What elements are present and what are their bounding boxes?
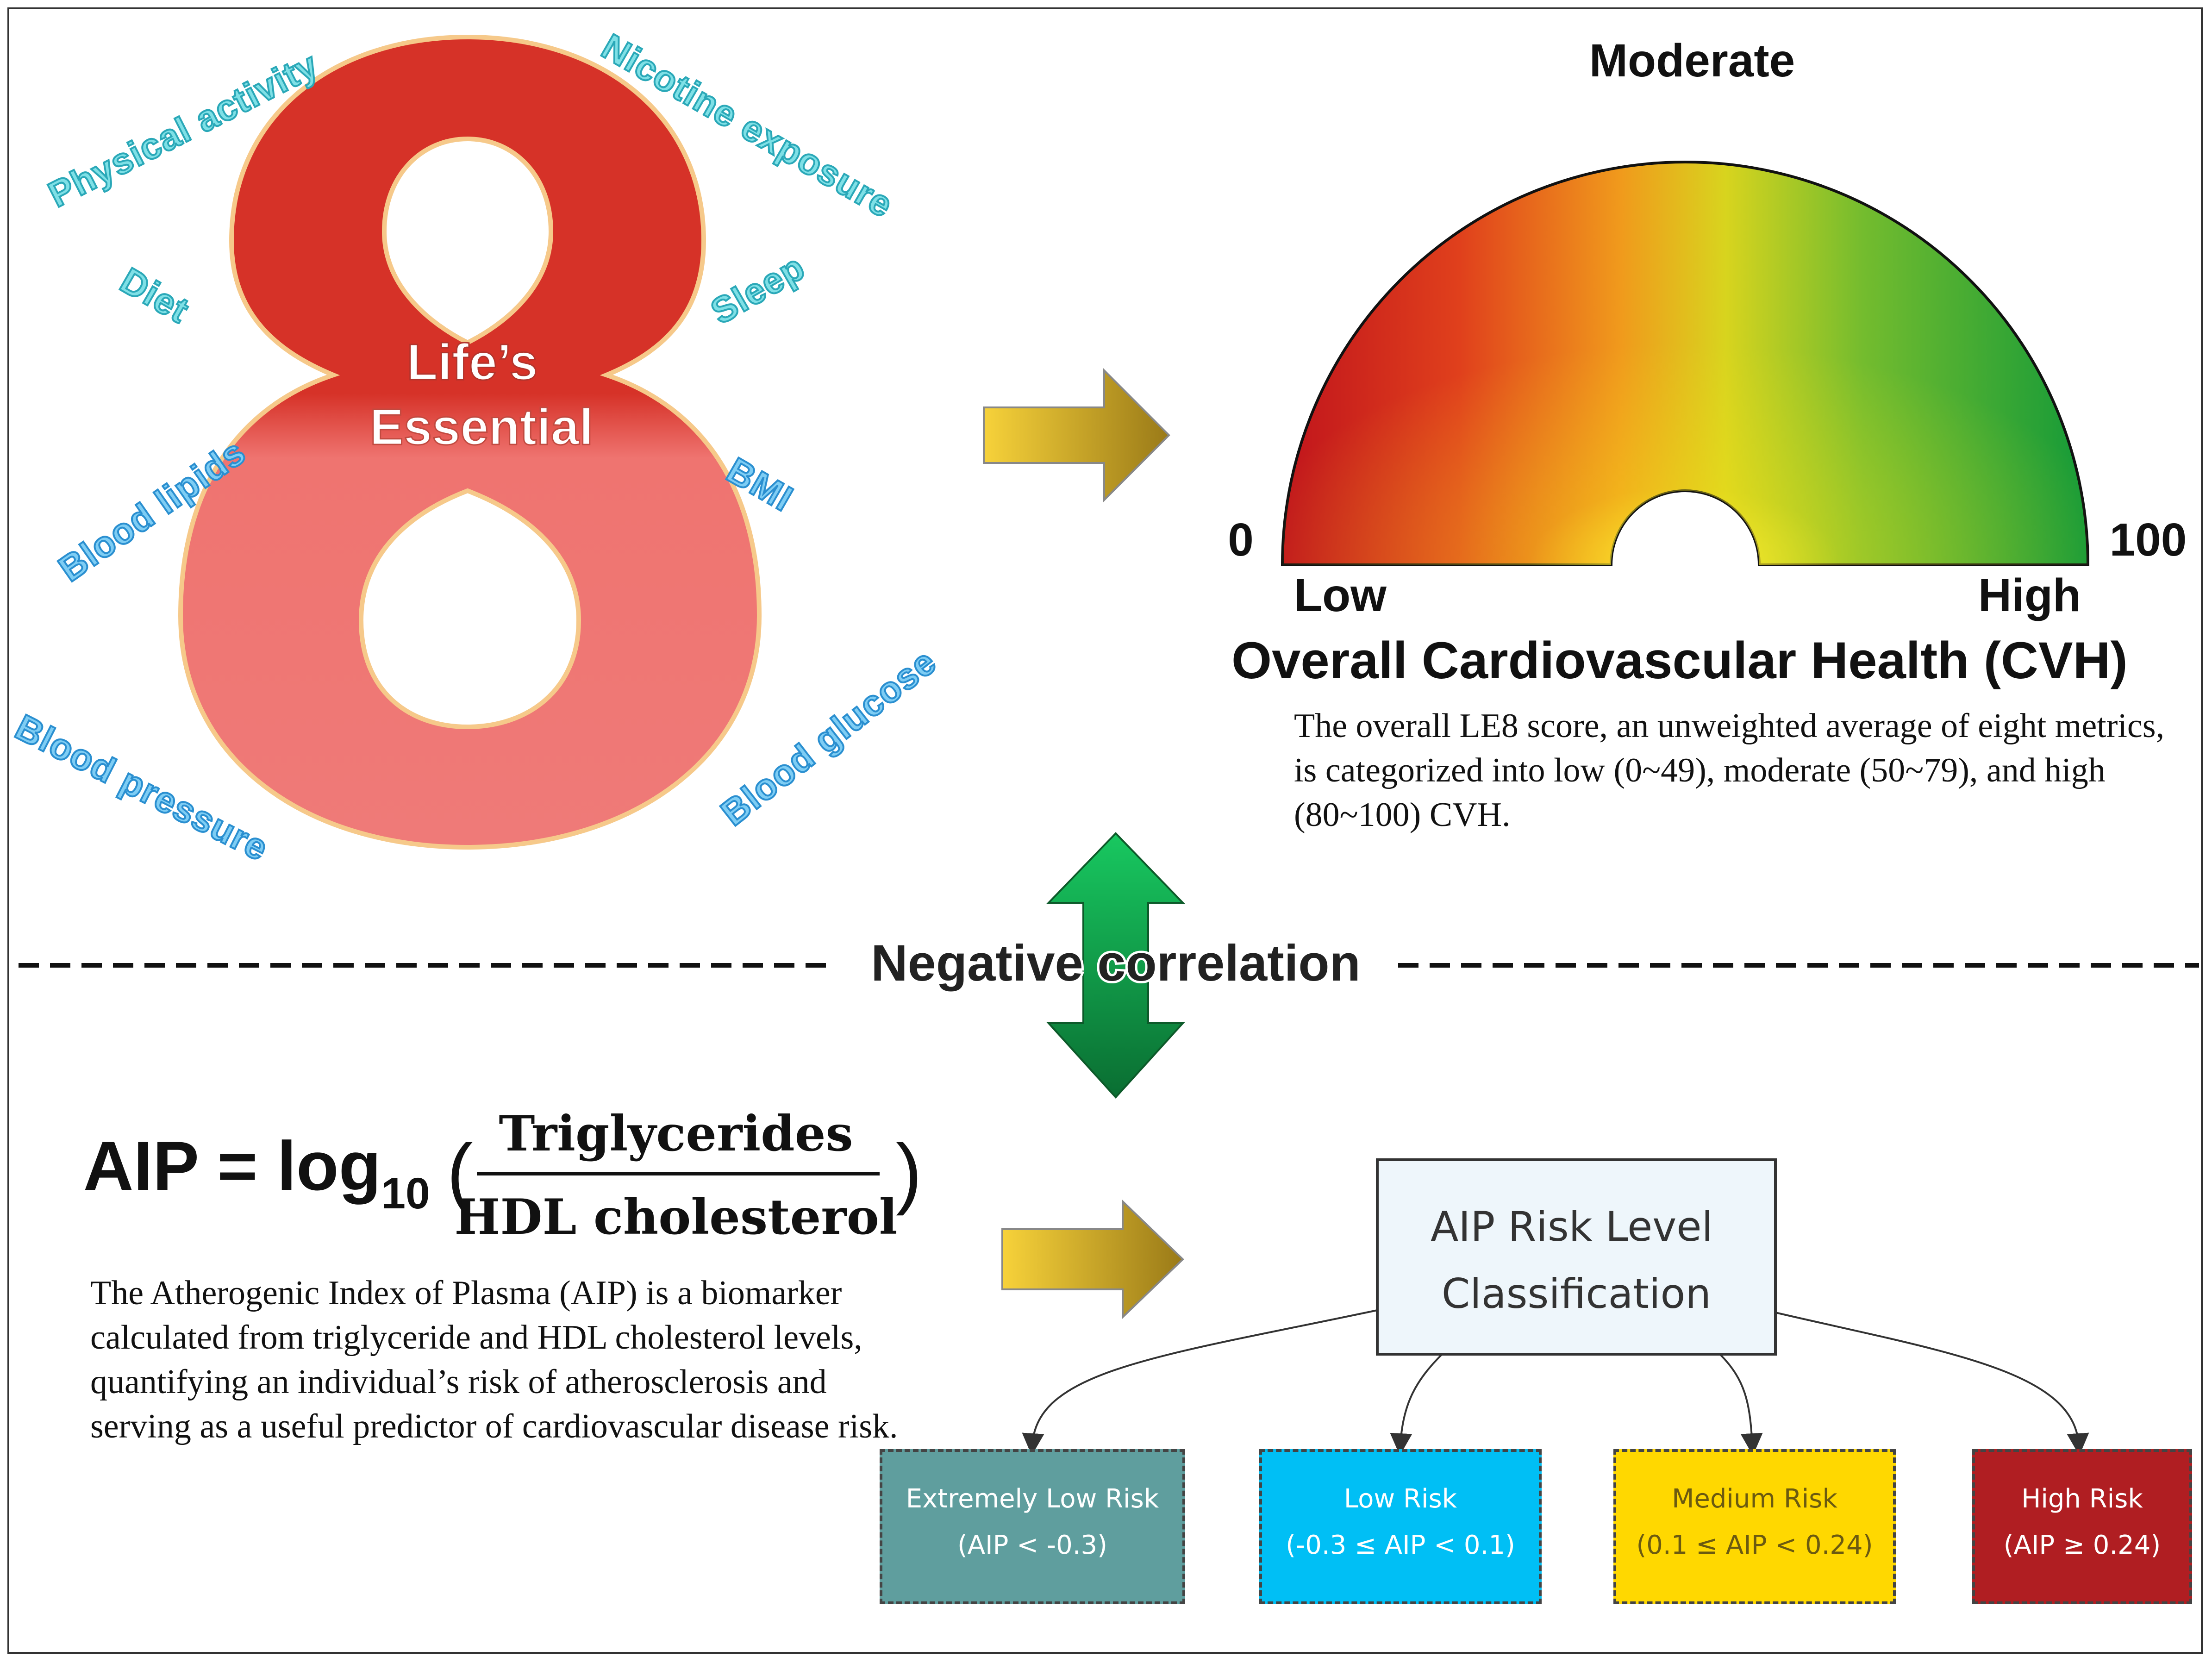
formula-base: 10 [381,1169,430,1218]
risk-box-extremely-low: Extremely Low Risk (AIP < -0.3) [880,1449,1185,1604]
formula-denominator: HDL cholesterol [454,1188,897,1245]
formula-lhs: AIP = log10 [83,1127,430,1218]
risk-range: (-0.3 ≤ AIP < 0.1) [1286,1530,1515,1560]
formula-paren-close: ) [896,1128,922,1216]
figure-frame [7,7,2203,1654]
gauge-high-label: High [1978,569,2081,621]
arrow-right-bottom [1001,1199,1184,1319]
divider-label: Negative correlation [871,935,1361,992]
gauge-title: Overall Cardiovascular Health (CVH) [1231,631,2128,689]
risk-range: (AIP ≥ 0.24) [2003,1530,2161,1560]
formula-numerator: Triglycerides [499,1105,853,1162]
gauge-low-label: Low [1294,569,1387,621]
gauge-top-label: Moderate [1589,35,1795,87]
classification-title-line1: AIP Risk Level [1431,1203,1713,1250]
aip-description: The Atherogenic Index of Plasma (AIP) is… [90,1274,898,1445]
arrow-right-top [983,368,1170,502]
risk-name: Extremely Low Risk [906,1484,1159,1514]
risk-range: (0.1 ≤ AIP < 0.24) [1636,1530,1873,1560]
le8-title-line2: Essential [369,399,593,456]
risk-box-low: Low Risk (-0.3 ≤ AIP < 0.1) [1259,1449,1542,1604]
risk-range: (AIP < -0.3) [957,1530,1108,1560]
double-arrow-icon [1046,832,1185,1099]
risk-name: Low Risk [1343,1484,1457,1514]
cvh-gauge [1281,161,2090,566]
formula-paren-open: ( [447,1128,473,1216]
classification-title-line2: Classification [1442,1270,1711,1318]
risk-box-high: High Risk (AIP ≥ 0.24) [1972,1449,2192,1604]
formula-log: AIP = log [83,1127,381,1205]
le8-title-line1: Life’s [406,334,537,391]
classification-root-box [1376,1158,1777,1356]
risk-name: High Risk [2021,1484,2143,1514]
risk-name: Medium Risk [1672,1484,1837,1514]
gauge-max-label: 100 [2110,514,2187,566]
le8-digit [178,34,762,850]
classification-connectors [1022,1309,2089,1456]
gauge-description: The overall LE8 score, an unweighted ave… [1294,707,2165,834]
gauge-min-label: 0 [1228,514,1254,566]
risk-box-medium: Medium Risk (0.1 ≤ AIP < 0.24) [1613,1449,1896,1604]
